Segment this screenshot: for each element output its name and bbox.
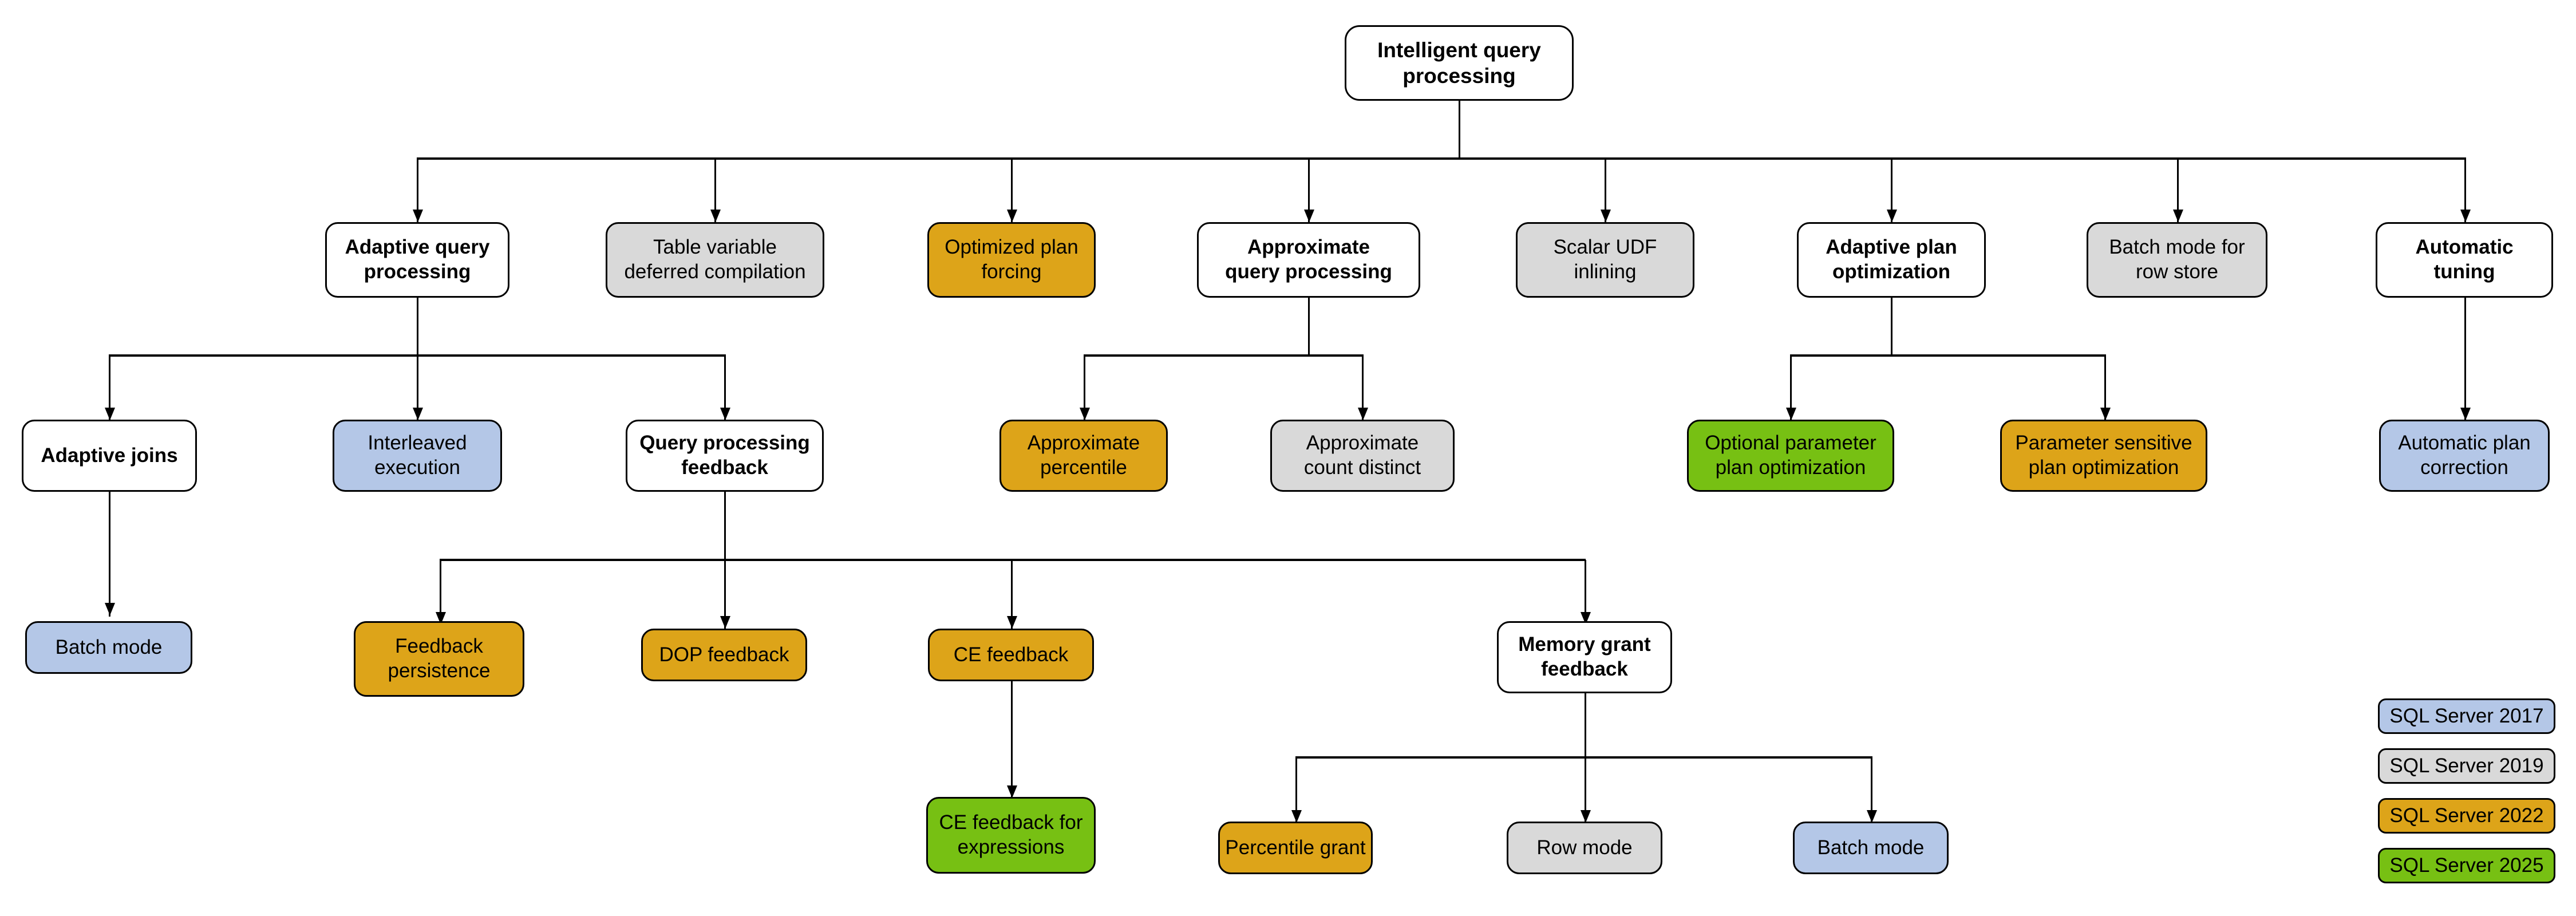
arrowhead-apo [1887,210,1897,222]
arrowhead-ap [1080,408,1090,420]
arrowhead-bm1 [105,603,115,615]
node-dop-feedback[interactable]: DOP feedback [641,629,807,681]
legend-sql-server-2025[interactable]: SQL Server 2025 [2378,848,2555,883]
arrowhead-qpf [720,408,730,420]
edge-qpf-to-fp [440,560,441,626]
node-optimized-plan-forcing[interactable]: Optimized plan forcing [927,222,1096,298]
node-approximate-query-processing[interactable]: Approximate query processing [1197,222,1420,298]
edge-apo-stem [1891,297,1893,356]
edge-root-to-aqp [417,159,418,223]
arrowhead-pg [1291,810,1302,823]
node-query-processing-feedback[interactable]: Query processing feedback [626,420,824,492]
arrowhead-dop [720,616,730,629]
edge-qpf-bus [440,559,1586,561]
node-batch-mode-for-row-store[interactable]: Batch mode for row store [2087,222,2267,298]
edge-apo-to-pspo [2104,356,2106,421]
edge-aqp-stem [417,297,418,356]
arrowhead-aj [105,408,115,420]
arrowhead-ie [413,408,423,420]
node-optional-parameter-plan-optimization[interactable]: Optional parameter plan optimization [1687,420,1894,492]
node-adaptive-query-processing[interactable]: Adaptive query processing [325,222,509,298]
node-interleaved-execution[interactable]: Interleaved execution [333,420,502,492]
arrowhead-rm [1581,810,1591,823]
edge-aj-to-bm1 [109,492,110,617]
arrowhead-tvdc [710,210,721,222]
edge-root-stem [1459,100,1460,159]
node-memory-grant-feedback[interactable]: Memory grant feedback [1497,621,1672,693]
edge-mgf-to-bm2 [1871,757,1872,824]
edge-apqp-to-ap [1084,356,1085,421]
edge-root-to-at [2464,159,2466,223]
edge-mgf-to-pg [1295,757,1297,824]
node-root-intelligent-query-processing[interactable]: Intelligent query processing [1345,25,1574,101]
node-scalar-udf-inlining[interactable]: Scalar UDF inlining [1516,222,1694,298]
arrowhead-bm2 [1867,810,1877,823]
arrowhead-opf [1007,210,1017,222]
edge-aqp-to-qpf [724,356,726,421]
node-ce-feedback-for-expressions[interactable]: CE feedback for expressions [926,797,1096,874]
edge-qpf-stem [724,492,726,560]
node-batch-mode-adaptive-joins[interactable]: Batch mode [25,621,192,674]
node-adaptive-plan-optimization[interactable]: Adaptive plan optimization [1797,222,1986,298]
node-parameter-sensitive-plan-optimization[interactable]: Parameter sensitive plan optimization [2000,420,2207,492]
edge-root-to-bmrs [2177,159,2179,223]
arrowhead-apqp [1304,210,1314,222]
edge-mgf-bus [1295,756,1872,759]
edge-root-bus [417,157,2466,160]
arrowhead-ce [1007,616,1017,629]
edge-root-to-opf [1011,159,1013,223]
arrowhead-aqp [413,210,423,222]
edge-aqp-to-aj [109,356,110,421]
edge-aqp-to-ie [417,356,418,421]
legend-sql-server-2019[interactable]: SQL Server 2019 [2378,748,2555,784]
node-adaptive-joins[interactable]: Adaptive joins [22,420,197,492]
arrowhead-bmrs [2173,210,2183,222]
node-batch-mode-memory-grant[interactable]: Batch mode [1793,822,1949,874]
edge-qpf-to-mgf [1585,560,1586,626]
arrowhead-at [2460,210,2471,222]
node-ce-feedback[interactable]: CE feedback [928,629,1094,681]
arrowhead-sudf [1601,210,1611,222]
edge-root-to-apo [1891,159,1893,223]
node-table-variable-deferred-compilation[interactable]: Table variable deferred compilation [606,222,824,298]
node-approximate-percentile[interactable]: Approximate percentile [999,420,1168,492]
edge-apqp-bus [1084,354,1364,357]
edge-mgf-to-rm [1585,757,1586,824]
node-automatic-tuning[interactable]: Automatic tuning [2376,222,2553,298]
edge-root-to-sudf [1605,159,1606,223]
arrowhead-pspo [2100,408,2111,420]
node-feedback-persistence[interactable]: Feedback persistence [354,621,524,697]
arrowhead-oppo [1786,408,1796,420]
node-approximate-count-distinct[interactable]: Approximate count distinct [1270,420,1455,492]
arrowhead-cefe [1007,785,1017,798]
legend-sql-server-2022[interactable]: SQL Server 2022 [2378,798,2555,834]
edge-apqp-stem [1308,297,1310,356]
edge-apqp-to-acd [1362,356,1364,421]
node-percentile-grant[interactable]: Percentile grant [1218,822,1373,874]
arrowhead-acd [1358,408,1368,420]
edge-ce-to-cefe [1011,676,1013,799]
node-automatic-plan-correction[interactable]: Automatic plan correction [2379,420,2550,492]
arrowhead-apc [2460,408,2471,420]
edge-at-to-apc [2464,297,2466,421]
legend-sql-server-2017[interactable]: SQL Server 2017 [2378,698,2555,734]
edge-mgf-stem [1585,689,1586,757]
edge-root-to-apqp [1308,159,1310,223]
edge-qpf-to-ce [1011,560,1013,630]
edge-root-to-tvdc [714,159,716,223]
edge-qpf-to-dop [724,560,726,630]
edge-apo-to-oppo [1790,356,1792,421]
node-row-mode[interactable]: Row mode [1507,822,1662,874]
edge-apo-bus [1790,354,2106,357]
